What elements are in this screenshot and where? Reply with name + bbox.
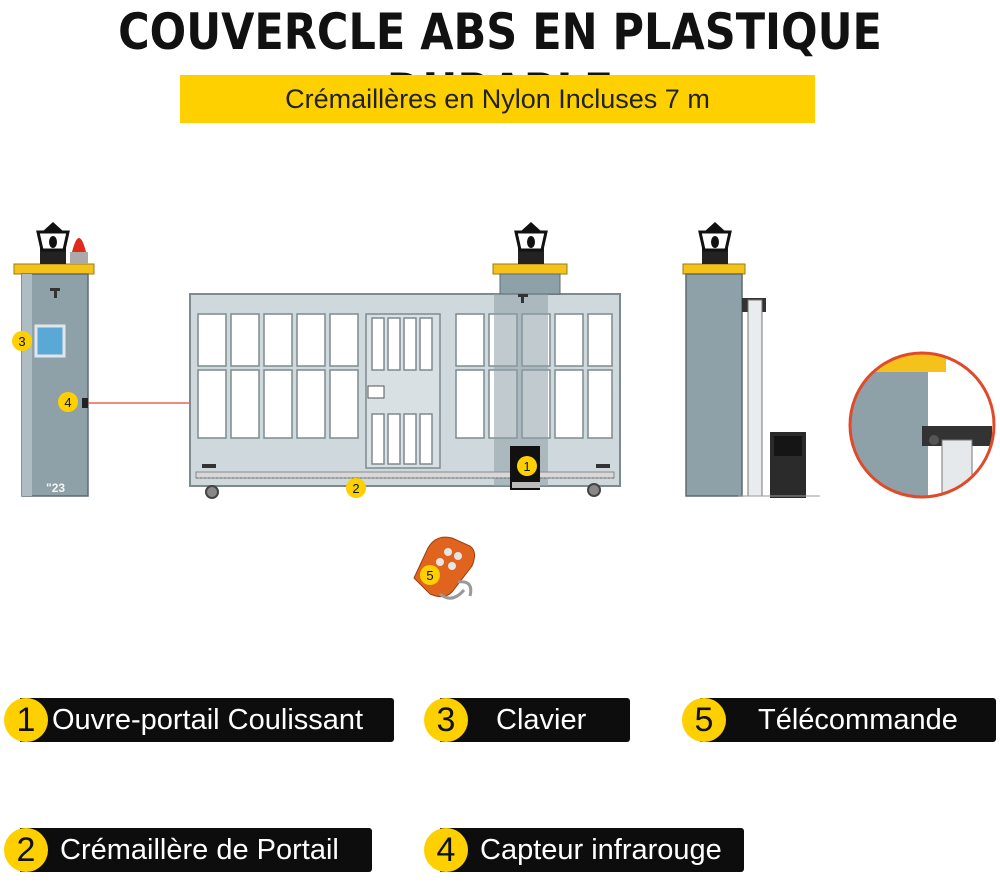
sliding-gate [189,263,621,499]
legend-label: Capteur infrarouge [480,834,722,866]
post-mark: "23 [46,481,65,495]
marker-2: 2 [346,478,366,498]
legend-label: Télécommande [758,704,958,736]
marker-5: 5 [420,565,440,585]
svg-text:2: 2 [352,481,359,496]
legend-label: Crémaillère de Portail [60,834,339,866]
lamp-icon-center [514,222,548,264]
lamp-icon [36,222,70,264]
legend-item-1: Ouvre-portail Coulissant [20,698,394,742]
legend-number: 5 [682,698,726,742]
legend-number: 4 [424,828,468,872]
marker-1: 1 [517,456,537,476]
svg-text:4: 4 [64,395,71,410]
legend-item-4: Capteur infrarouge [440,828,744,872]
banner: Crémaillères en Nylon Incluses 7 m [180,75,815,123]
remote-control-icon [413,536,476,600]
legend-label: Ouvre-portail Coulissant [52,704,364,736]
legend-item-2: Crémaillère de Portail [20,828,372,872]
legend-item-3: Clavier [440,698,630,742]
legend-number: 3 [424,698,468,742]
warning-light-icon [70,238,88,264]
svg-text:3: 3 [18,334,25,349]
lamp-icon-right [698,222,732,264]
marker-3: 3 [12,331,32,351]
svg-text:5: 5 [426,568,433,583]
legend-label: Clavier [496,704,587,736]
legend-number: 1 [4,698,48,742]
gate-illustration: "23 [12,222,996,600]
zoom-detail [848,351,996,499]
left-post: "23 [13,263,95,497]
svg-text:1: 1 [523,459,530,474]
legend-number: 2 [4,828,48,872]
side-view [682,263,820,498]
marker-4: 4 [58,392,78,412]
legend-item-5: Télécommande [700,698,996,742]
